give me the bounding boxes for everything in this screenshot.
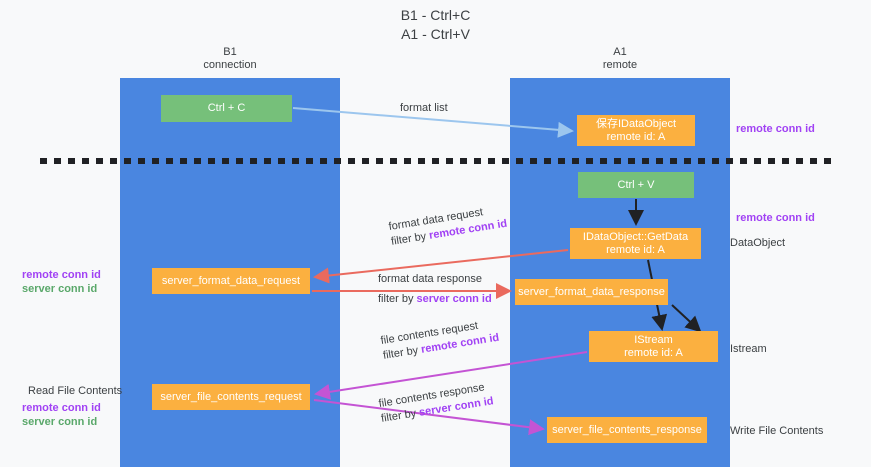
node-idataobject-line2: remote id: A <box>606 130 666 143</box>
node-sfcreq-label: server_file_contents_request <box>160 390 302 403</box>
node-ctrl-c[interactable]: Ctrl + C <box>161 95 292 122</box>
arrow-label-format-list: format list <box>400 102 448 114</box>
node-server-format-data-request[interactable]: server_format_data_request <box>152 268 310 294</box>
side-label-remote-conn-id-top: remote conn id <box>736 123 815 135</box>
column-header-b1-line1: B1 <box>223 46 237 58</box>
side-label-read-file-contents: Read File Contents <box>28 385 123 397</box>
title-line-2: A1 - Ctrl+V <box>401 26 470 42</box>
node-server-format-data-response[interactable]: server_format_data_response <box>515 279 668 305</box>
side-label-remote-conn-id-mid: remote conn id <box>736 212 815 224</box>
fdres-filter-key: server conn id <box>416 293 492 305</box>
side-label-conn-id-pair-bottom: remote conn id server conn id <box>22 401 101 429</box>
arrow-label-format-data-request: format data request filter by remote con… <box>388 202 509 250</box>
node-ctrl-c-line1: Ctrl + C <box>207 102 246 114</box>
side-label-conn-id-pair-top: remote conn id server conn id <box>22 268 101 296</box>
side-label-left-server-conn-id-2: server conn id <box>22 416 98 428</box>
node-istream[interactable]: IStream remote id: A <box>589 331 718 362</box>
side-label-left-remote-conn-id-2: remote conn id <box>22 402 101 414</box>
column-header-b1: B1 connection <box>150 46 310 72</box>
node-idataobject-getdata[interactable]: IDataObject::GetData remote id: A <box>570 228 701 259</box>
node-ctrl-v-line1: Ctrl + V <box>617 178 655 191</box>
node-idataobject-line1: 保存IDataObject <box>595 117 677 130</box>
arrow-label-fdres-line2: filter by server conn id <box>378 292 492 307</box>
diagram-title: B1 - Ctrl+C A1 - Ctrl+V <box>0 6 871 44</box>
title-line-1: B1 - Ctrl+C <box>400 7 471 23</box>
arrow-label-format-data-response: format data response filter by server co… <box>378 272 492 307</box>
node-idataobject[interactable]: 保存IDataObject remote id: A <box>577 115 695 146</box>
node-ctrl-v[interactable]: Ctrl + V <box>578 172 694 198</box>
node-getdata-line1: IDataObject::GetData <box>582 230 689 243</box>
node-istream-line1: IStream <box>634 333 673 346</box>
node-server-file-contents-request[interactable]: server_file_contents_request <box>152 384 310 410</box>
arrow-label-file-contents-response: file contents response filter by server … <box>378 379 495 426</box>
node-sfdreq-label: server_format_data_request <box>161 274 301 287</box>
side-label-write-file-contents: Write File Contents <box>730 425 824 437</box>
column-header-a1-line1: A1 <box>613 46 627 58</box>
fdres-filter-prefix: filter by <box>378 293 417 305</box>
arrow-label-fdres-line1: format data response <box>378 273 482 285</box>
column-header-b1-line2: connection <box>203 59 257 71</box>
node-server-file-contents-response[interactable]: server_file_contents_response <box>547 417 707 443</box>
node-sfcres-label: server_file_contents_response <box>552 423 702 436</box>
node-istream-line2: remote id: A <box>624 346 683 359</box>
side-label-left-server-conn-id-1: server conn id <box>22 283 98 295</box>
node-getdata-line2: remote id: A <box>606 243 665 256</box>
side-label-dataobject: DataObject <box>730 237 786 249</box>
arrow-label-file-contents-request: file contents request filter by remote c… <box>380 316 501 364</box>
side-label-istream: Istream <box>730 343 767 355</box>
column-header-a1: A1 remote <box>540 46 700 72</box>
node-sfdres-label: server_format_data_response <box>518 285 665 298</box>
column-header-a1-line2: remote <box>602 59 638 71</box>
side-label-left-remote-conn-id-1: remote conn id <box>22 269 101 281</box>
